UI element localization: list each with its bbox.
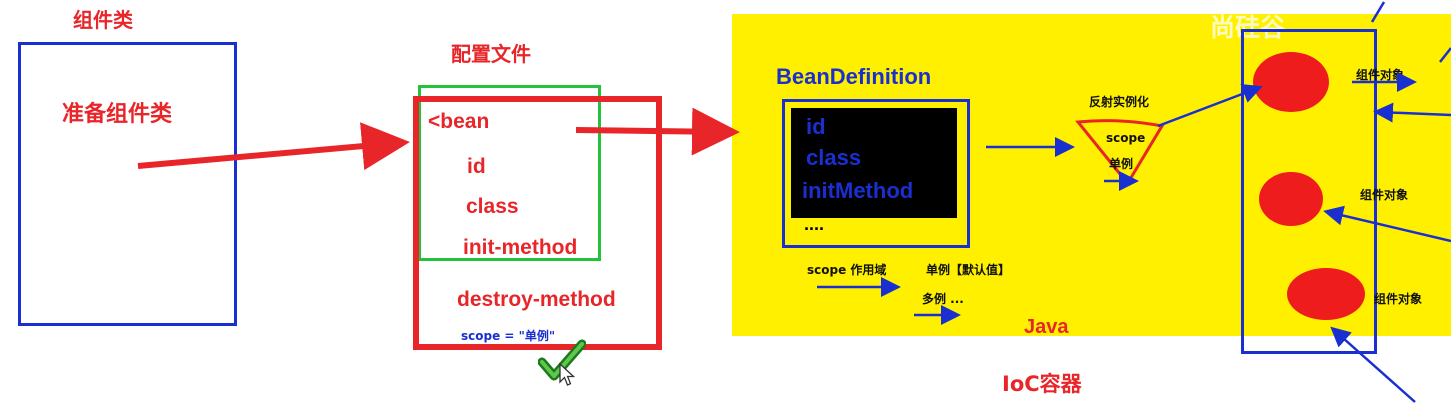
top-corner-arrow-2 [1439, 47, 1451, 63]
bean-tag-text: <bean [428, 110, 490, 133]
mouse-cursor-icon [559, 362, 576, 386]
component-class-box [18, 42, 237, 326]
right-arrow-mid [1323, 205, 1451, 243]
component-class-title: 组件类 [73, 8, 133, 32]
right-arrow-top-1 [1373, 102, 1451, 123]
bean-definition-init-method: initMethod [802, 178, 914, 203]
bean-class-text: class [466, 195, 519, 218]
component-to-config-arrow [137, 122, 410, 171]
bean-id-text: id [467, 155, 486, 178]
scope-label: scope 作用域 [807, 263, 887, 277]
object-pool-box [1241, 29, 1377, 354]
bean-definition-inner-box [791, 108, 957, 218]
right-arrow-bottom [1330, 326, 1416, 403]
bean-definition-title: BeanDefinition [776, 64, 932, 89]
component-object-label-1: 组件对象 [1356, 68, 1405, 82]
bean-definition-id: id [806, 114, 826, 139]
config-file-title: 配置文件 [451, 42, 531, 66]
component-object-ellipse-3 [1287, 268, 1365, 320]
ioc-container-label: IoC容器 [1002, 372, 1082, 396]
config-to-ioc-arrow [575, 107, 740, 156]
funnel-singleton-label: 单例 [1109, 157, 1134, 171]
bean-definition-outer-box [782, 99, 970, 248]
watermark-logo: 尚硅谷 [1210, 13, 1286, 42]
component-object-label-3: 组件对象 [1374, 292, 1423, 306]
config-red-box [413, 96, 662, 350]
component-object-ellipse-1 [1253, 52, 1329, 112]
singleton-default-label: 单例【默认值】 [926, 263, 1011, 277]
scope-singleton-note: scope = "单例" [461, 329, 556, 343]
component-object-ellipse-2 [1259, 172, 1323, 226]
bean-init-method-text: init-method [463, 236, 578, 259]
funnel-to-object-arrow [1157, 83, 1263, 128]
bean-destroy-method-text: destroy-method [457, 288, 616, 311]
bean-definition-class: class [806, 145, 862, 170]
config-green-box [418, 85, 601, 261]
top-corner-arrow-1 [1370, 1, 1386, 23]
prepare-component-label: 准备组件类 [62, 102, 173, 127]
funnel-scope-label: scope [1106, 131, 1146, 145]
reflect-instantiate-label: 反射实例化 [1089, 95, 1150, 109]
bean-definition-ellipsis: .... [804, 214, 825, 234]
check-mark-icon [538, 339, 586, 381]
component-object-label-2: 组件对象 [1360, 188, 1409, 202]
java-label: Java [1024, 316, 1069, 338]
prototype-label: 多例 ... [922, 292, 964, 306]
